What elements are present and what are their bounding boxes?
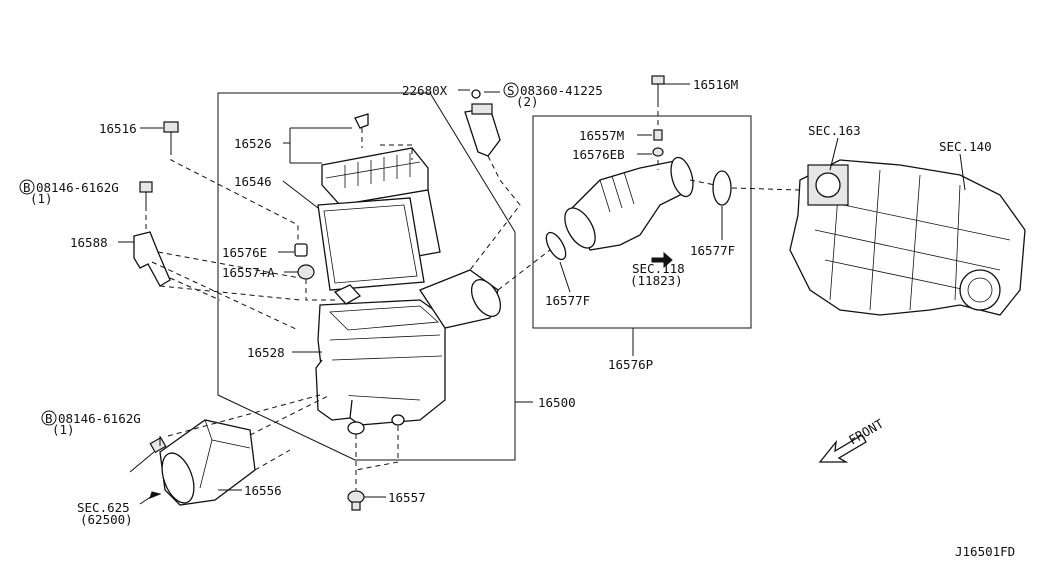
bracket-16588-part: [133, 231, 171, 287]
label-16576eb: 16576EB: [572, 147, 625, 162]
label-16516m: 16516M: [693, 77, 738, 92]
label-16576p: 16576P: [608, 357, 653, 372]
symbol-b2-circle-icon: [41, 410, 57, 426]
intake-duct-group-outline: [532, 115, 752, 329]
label-sec625: SEC.625: [77, 500, 130, 515]
label-08146-6162g-lower: 08146-6162G: [58, 411, 141, 426]
label-22680x: 22680X: [402, 83, 448, 98]
label-sec118: SEC.118: [632, 261, 685, 276]
bolt-16516m-part: [651, 75, 665, 102]
grommet-16557a-part: [297, 264, 315, 280]
air-cleaner-group-outline: [217, 92, 516, 461]
symbol-s-circle-icon: [503, 82, 519, 98]
label-08360-qty: (2): [516, 94, 539, 109]
clamp-16577f-left-part: [545, 231, 567, 261]
label-16556: 16556: [244, 483, 282, 498]
label-16526: 16526: [234, 136, 272, 151]
leader-lines: [118, 83, 966, 498]
label-08146-6162g-upper: 08146-6162G: [36, 180, 119, 195]
label-16500: 16500: [538, 395, 576, 410]
symbol-s: S: [507, 83, 515, 98]
label-16577f-left: 16577F: [545, 293, 590, 308]
label-16528: 16528: [247, 345, 285, 360]
label-16577f-right: 16577F: [690, 243, 735, 258]
label-16557-plus-a: 16557+A: [222, 265, 275, 280]
label-08146-lower-qty: (1): [52, 422, 75, 437]
label-sec140: SEC.140: [939, 139, 992, 154]
label-16576e: 16576E: [222, 245, 267, 260]
cover-clip-part: [354, 113, 369, 129]
label-16546: 16546: [234, 174, 272, 189]
intake-hose-part: [564, 129, 694, 251]
air-cleaner-body-part: [315, 299, 446, 435]
label-08360-41225: 08360-41225: [520, 83, 603, 98]
bolt-08146-upper-part: [139, 181, 153, 206]
symbol-b-circle-icon: [19, 179, 35, 195]
label-16588: 16588: [70, 235, 108, 250]
clamp-16577f-right-part: [712, 170, 732, 206]
label-sec163: SEC.163: [808, 123, 861, 138]
sec625-arrow-icon: [139, 491, 162, 505]
air-filter-element-part: [317, 197, 425, 291]
label-16557m: 16557M: [579, 128, 624, 143]
label-sec118-sub: (11823): [630, 273, 683, 288]
label-sec625-sub: (62500): [80, 512, 133, 527]
symbol-b2: B: [45, 411, 53, 426]
maf-sensor-part: [464, 89, 501, 157]
intake-manifold-part: [789, 159, 1026, 316]
symbol-b: B: [23, 180, 31, 195]
label-front: FRONT: [846, 416, 886, 448]
front-arrow-icon: [818, 434, 867, 463]
inlet-duct-16556-part: [159, 419, 256, 506]
label-16557: 16557: [388, 490, 426, 505]
sec118-arrow-icon: [651, 251, 673, 269]
label-08146-upper-qty: (1): [30, 191, 53, 206]
grommet-16576e-part: [294, 243, 308, 257]
bolt-08146-lower-part: [129, 436, 167, 473]
label-16516: 16516: [99, 121, 137, 136]
bolt-16516-part: [163, 121, 179, 150]
body-outlet-part: [333, 269, 502, 329]
diagram-code: J16501FD: [955, 544, 1015, 559]
grommet-16557-part: [347, 490, 365, 511]
